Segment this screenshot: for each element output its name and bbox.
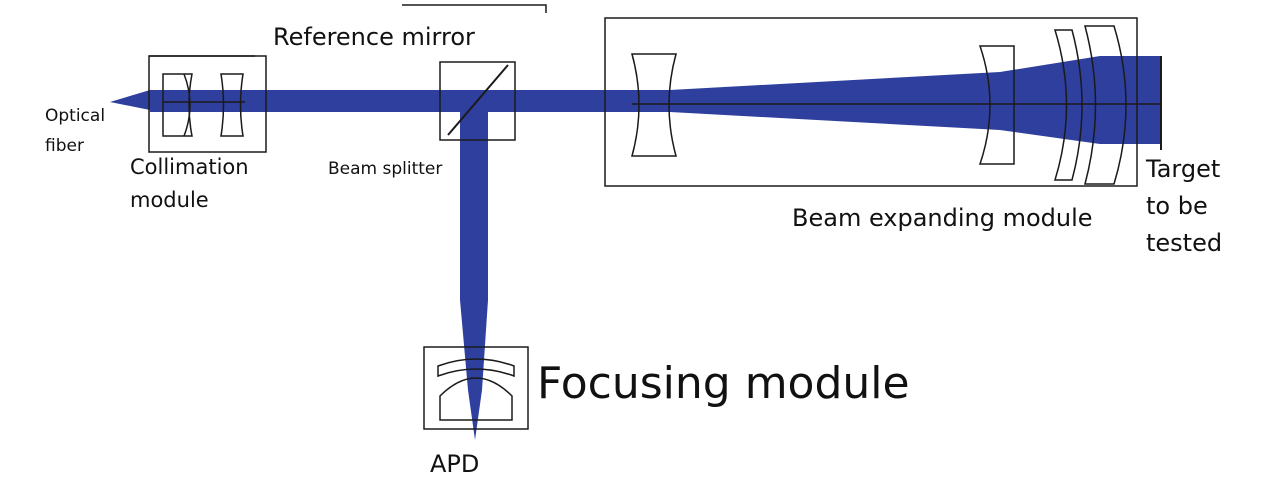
expand-lens-2 xyxy=(978,45,1015,165)
outlines xyxy=(148,4,1162,430)
apd-label: APD xyxy=(430,450,480,478)
focusing-lens-2 xyxy=(439,377,513,421)
beam-expanding-label: Beam expanding module xyxy=(792,204,1093,232)
fiber-cone xyxy=(110,90,150,110)
reference-mirror-label: Reference mirror xyxy=(273,23,475,51)
optical-fiber-label-line1: Optical xyxy=(45,106,106,126)
vertical-beam xyxy=(460,112,488,440)
expand-lens-4 xyxy=(1084,25,1127,185)
target-label-line1: Target xyxy=(1146,155,1221,183)
expand-lens-3 xyxy=(1053,29,1083,181)
beam-splitter-mirror xyxy=(447,64,509,136)
collimation-lens-3 xyxy=(220,73,244,137)
collimation-label-line2: module xyxy=(130,188,209,212)
collimation-label-line1: Collimation xyxy=(130,155,249,179)
expand-lens-1 xyxy=(631,53,677,157)
optical-fiber-label-line2: fiber xyxy=(45,136,84,156)
collimation-lens-2 xyxy=(183,73,191,137)
beam-splitter-label: Beam splitter xyxy=(328,159,443,179)
expanding-beam xyxy=(670,56,1160,144)
reference-mirror-bracket xyxy=(402,4,547,13)
target-label-line3: tested xyxy=(1146,229,1223,257)
target-label-line2: to be xyxy=(1146,192,1208,220)
beam-expanding-module-box xyxy=(604,17,1138,187)
beam-splitter-box xyxy=(439,61,516,141)
collimation-lens-1 xyxy=(162,73,193,137)
focusing-module-label: Focusing module xyxy=(537,358,910,409)
horizontal-beam xyxy=(150,90,670,112)
focusing-lens-1 xyxy=(437,358,515,378)
laser-beam xyxy=(110,56,1160,440)
focusing-module-box xyxy=(423,346,529,430)
